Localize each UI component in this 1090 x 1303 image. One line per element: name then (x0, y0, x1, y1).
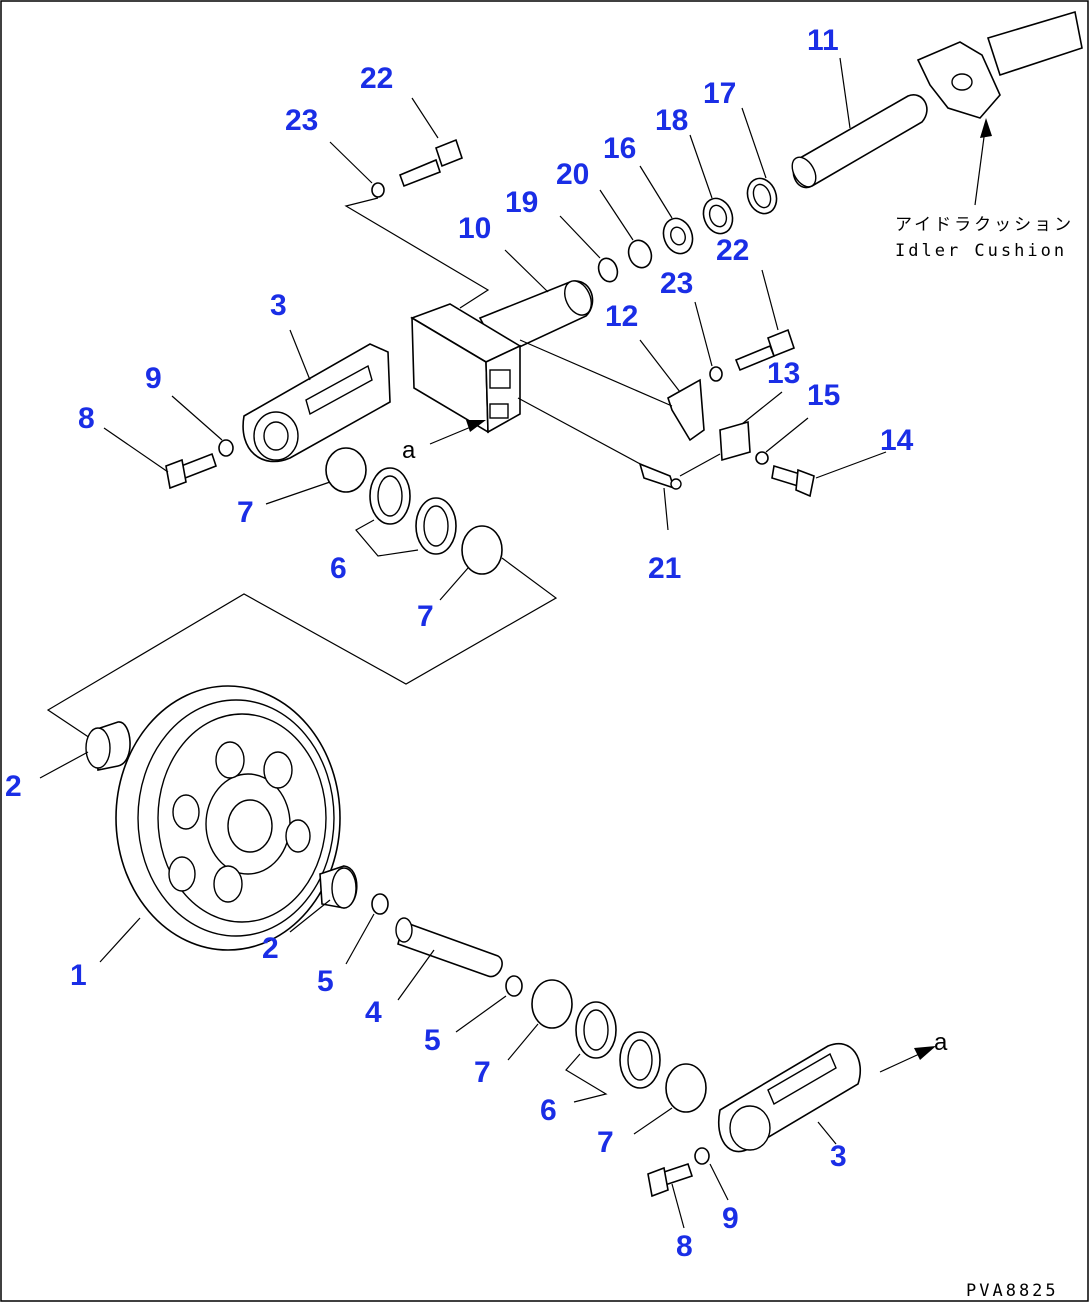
callout-13: 13 (767, 357, 800, 390)
part-7-o-ring-upper (265, 447, 367, 505)
callout-15: 15 (807, 379, 840, 412)
callout-18: 18 (655, 104, 688, 137)
part-12-plate (519, 339, 705, 442)
part-4-shaft (395, 917, 503, 1001)
callout-20: 20 (556, 158, 589, 191)
part-7-o-ring-lower-right (633, 1063, 707, 1135)
callout-1: 1 (70, 959, 87, 992)
callout-9-b: 9 (722, 1202, 739, 1235)
callout-23: 23 (285, 104, 318, 137)
callout-3: 3 (270, 289, 287, 322)
part-21-grease-fitting (517, 397, 721, 531)
part-22-bolt-right (734, 269, 795, 372)
part-20-washer (599, 189, 653, 269)
callout-2-b: 2 (262, 932, 279, 965)
part-18-ring (689, 134, 734, 235)
part-23-washer-right (694, 301, 723, 382)
part-9-washer-lower (694, 1147, 729, 1201)
callout-14: 14 (880, 424, 914, 457)
part-9-washer-upper (171, 395, 234, 457)
part-15-washer (755, 417, 809, 465)
callout-8-b: 8 (676, 1230, 693, 1263)
callout-7-b: 7 (417, 600, 434, 633)
view-marker-upper: a (402, 437, 416, 464)
callout-23-right: 23 (660, 267, 693, 300)
part-10-yoke (410, 249, 594, 434)
callout-11: 11 (807, 24, 839, 57)
callout-7-d: 7 (597, 1126, 614, 1159)
part-1-idler-wheel (99, 685, 341, 963)
part-17-snap-ring (741, 107, 778, 215)
idler-cushion-reference (916, 10, 1083, 206)
part-7-o-ring-lower (507, 979, 573, 1061)
callout-22-right: 22 (716, 234, 749, 267)
callout-3-b: 3 (830, 1140, 847, 1173)
callout-21: 21 (648, 552, 681, 585)
part-3-bracket-lower (717, 1043, 862, 1153)
part-14-bolt (771, 451, 887, 498)
idler-cushion-label: Idler Cushion (895, 241, 1067, 261)
view-marker-lower: a (934, 1029, 948, 1056)
part-8-bolt-lower (647, 1162, 694, 1229)
view-arrow-lower (879, 1046, 936, 1073)
part-22-bolt-upper (398, 97, 463, 188)
idler-cushion-label-jp: アイドラクッション (895, 215, 1074, 235)
part-2-bushing-upper (39, 721, 131, 779)
part-16-bushing (639, 165, 694, 255)
callout-5-b: 5 (424, 1024, 441, 1057)
part-6-seal-lower (565, 1001, 661, 1103)
part-23-washer-upper (329, 141, 385, 198)
callout-19: 19 (505, 186, 538, 219)
callout-5: 5 (317, 965, 334, 998)
part-19-o-ring (559, 215, 619, 283)
callout-17: 17 (703, 77, 736, 110)
callout-4: 4 (365, 996, 382, 1029)
callout-10: 10 (458, 212, 491, 245)
callout-16: 16 (603, 132, 636, 165)
callout-8: 8 (78, 402, 95, 435)
part-3-bracket-upper (242, 329, 391, 463)
callout-12: 12 (605, 300, 638, 333)
part-5-o-ring-right (455, 975, 523, 1033)
part-5-o-ring-left (345, 893, 389, 965)
part-11-pin (791, 57, 928, 189)
callout-6-b: 6 (540, 1094, 557, 1127)
drawing-code: PVA8825 (966, 1281, 1059, 1301)
part-13-shim (719, 391, 783, 462)
part-2-bushing-lower (289, 865, 358, 933)
part-7-o-ring-upper-right (46, 525, 558, 743)
callout-9: 9 (145, 362, 162, 395)
callout-6: 6 (330, 552, 347, 585)
callout-7: 7 (237, 496, 254, 529)
callout-2: 2 (5, 770, 22, 803)
part-6-seal-upper (355, 467, 457, 557)
part-8-bolt-upper (103, 427, 217, 490)
view-arrow-upper (429, 420, 486, 445)
callout-22: 22 (360, 62, 393, 95)
callout-7-c: 7 (474, 1056, 491, 1089)
assembly-line-upper (344, 197, 490, 309)
